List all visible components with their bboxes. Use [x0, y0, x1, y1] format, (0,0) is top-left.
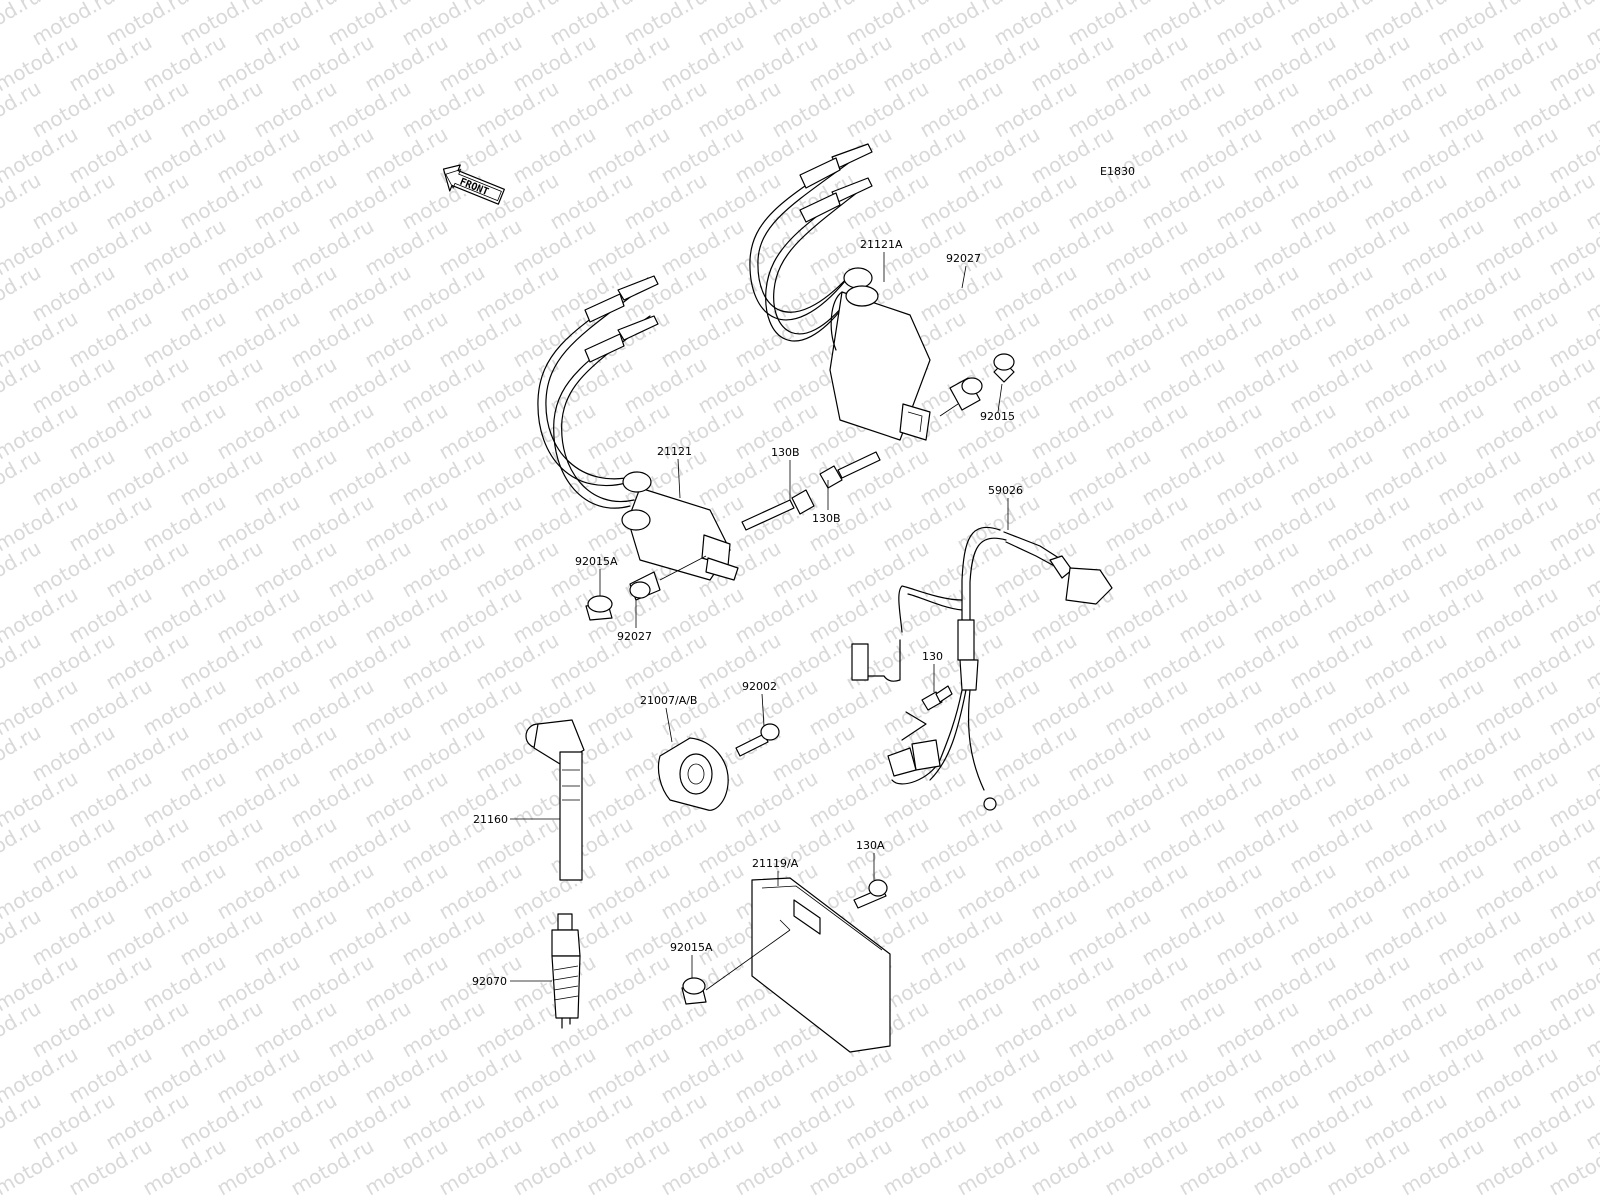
label-130A: 130A	[856, 839, 885, 852]
label-92002: 92002	[742, 680, 777, 693]
diagram-code: E1830	[1100, 165, 1135, 178]
label-92015A-top: 92015A	[575, 555, 618, 568]
plug-cap-21160	[525, 719, 585, 881]
label-21119A: 21119/A	[752, 857, 799, 870]
collar-92027-bottom	[629, 555, 707, 601]
label-21121: 21121	[657, 445, 692, 458]
part-labels: 21121A 92027 92015 21121 130B 130B 59026…	[472, 238, 1023, 988]
label-130B-top: 130B	[771, 446, 800, 459]
bolt-130	[921, 685, 953, 711]
label-92015A-bottom: 92015A	[670, 941, 713, 954]
ignition-coil-21121A	[749, 143, 931, 441]
timing-plate-21007	[657, 737, 729, 811]
label-92027-bottom: 92027	[617, 630, 652, 643]
front-arrow-icon: FRONT	[442, 164, 505, 205]
label-21160: 21160	[473, 813, 508, 826]
wiring-harness-59026	[851, 526, 1113, 811]
label-92027-top: 92027	[946, 252, 981, 265]
label-130B-bottom: 130B	[812, 512, 841, 525]
label-130: 130	[922, 650, 943, 663]
bolt-130B-top	[819, 451, 881, 489]
label-92015: 92015	[980, 410, 1015, 423]
label-92070: 92070	[472, 975, 507, 988]
spark-plug-92070	[551, 913, 581, 1029]
bolt-130A	[853, 879, 888, 909]
label-59026: 59026	[988, 484, 1023, 497]
bolt-130B-mid	[741, 489, 815, 531]
bushing-92015-top	[993, 353, 1015, 383]
collar-92027-top	[939, 377, 983, 417]
bushing-92015A-top	[585, 595, 613, 621]
label-21007AB: 21007/A/B	[640, 694, 697, 707]
bushing-92015A-bottom	[681, 929, 791, 1005]
igniter-21119	[751, 877, 891, 1053]
label-21121A: 21121A	[860, 238, 903, 251]
screw-92002	[735, 723, 780, 757]
